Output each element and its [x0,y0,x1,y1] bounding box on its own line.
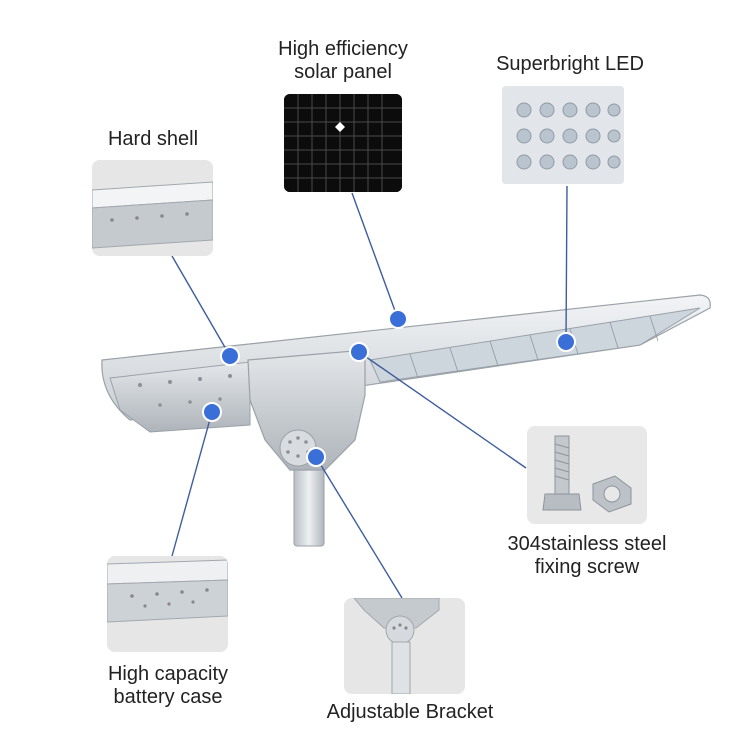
bracket-mount [247,349,366,471]
solar-panel-image [284,94,402,192]
bracket-holes [286,436,310,458]
label-solar-panel-line2: solar panel [294,61,392,83]
led-strip-cells [409,315,659,379]
pole [293,461,325,547]
bracket-arm-icon [344,598,465,694]
label-screw-line1: 304stainless steel [507,533,667,555]
label-screw-line2: fixing screw [534,556,640,578]
dot-led [556,332,576,352]
label-solar-panel-line1: High efficiency [278,38,408,60]
dot-bracket [306,447,326,467]
solar-cell-grid-icon [284,94,402,192]
bracket-image [344,598,465,694]
label-battery-line2: battery case [113,686,223,708]
light-housing-icon [92,160,213,256]
battery-case-icon [107,556,228,652]
screw-image [527,426,647,524]
dot-screw [349,342,369,362]
hard-shell-image [92,160,213,256]
led-module-icon [502,86,624,184]
led-module-image [502,86,624,184]
dot-solar-panel [388,309,408,329]
battery-case-image [107,556,228,652]
callout-dots [202,309,576,467]
led-strip [369,307,701,383]
housing-bolts [138,374,232,407]
callout-lines [171,185,568,599]
dot-hard-shell [220,346,240,366]
bolt-and-nut-icon [527,426,647,524]
label-led: Superbright LED [496,53,644,75]
label-battery-line1: High capacity [107,663,229,685]
label-hard-shell: Hard shell [107,128,199,150]
dot-battery [202,402,222,422]
label-bracket: Adjustable Bracket [326,701,494,723]
